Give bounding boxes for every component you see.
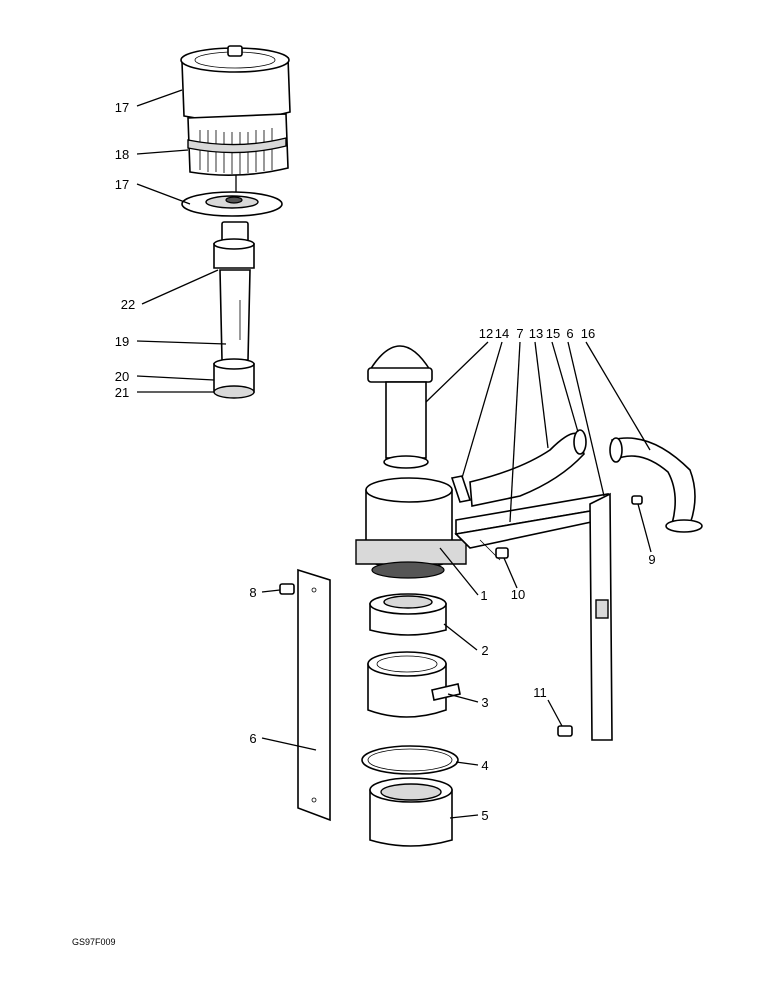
elbow-hose-part (609, 437, 703, 533)
callout-22: 22 (121, 297, 135, 312)
callout-6-top: 6 (566, 326, 573, 341)
callout-15: 15 (546, 326, 560, 341)
inlet-hose-part (450, 429, 587, 507)
callout-14: 14 (495, 326, 509, 341)
callout-16: 16 (581, 326, 595, 341)
intake-cap-part (367, 345, 433, 383)
callout-11: 11 (533, 685, 547, 700)
drawing-reference: GS97F009 (72, 937, 116, 947)
callout-2: 2 (481, 643, 488, 658)
mounting-bracket-part (454, 493, 611, 561)
upright-support-left-part (297, 568, 331, 822)
callout-18: 18 (115, 147, 129, 162)
precleaner-base-plate-part (181, 191, 283, 217)
leader-lines (136, 89, 652, 819)
callout-4: 4 (481, 758, 488, 773)
callout-10: 10 (511, 587, 525, 602)
bolt-11-part (557, 725, 573, 737)
air-cleaner-body-part (355, 477, 467, 579)
upright-support-right-part (589, 492, 613, 741)
callout-1: 1 (480, 588, 487, 603)
clamp-ring-part (367, 651, 461, 718)
intake-tube-part (383, 381, 429, 469)
callout-8: 8 (249, 585, 256, 600)
gasket-ring-part (361, 745, 459, 775)
dust-valve-part (369, 593, 447, 636)
callout-21: 21 (115, 385, 129, 400)
callout-13: 13 (529, 326, 543, 341)
bolt-9-part (631, 495, 643, 505)
callout-17-plate: 17 (115, 177, 129, 192)
callout-20: 20 (115, 369, 129, 384)
callout-9: 9 (648, 552, 655, 567)
bolt-8-part (279, 583, 295, 595)
callout-3: 3 (481, 695, 488, 710)
precleaner-cap-part (180, 45, 291, 121)
precleaner-tube-assembly-part (213, 221, 255, 361)
bolt-10-part (495, 547, 509, 559)
dust-bowl-part (369, 777, 453, 847)
precleaner-filter-element-part (187, 113, 289, 176)
callout-17-cap: 17 (115, 100, 129, 115)
callout-19: 19 (115, 334, 129, 349)
precleaner-seal-ring-part (213, 358, 255, 399)
callout-7: 7 (516, 326, 523, 341)
callout-12: 12 (479, 326, 493, 341)
callout-5: 5 (481, 808, 488, 823)
callout-6-left: 6 (249, 731, 256, 746)
